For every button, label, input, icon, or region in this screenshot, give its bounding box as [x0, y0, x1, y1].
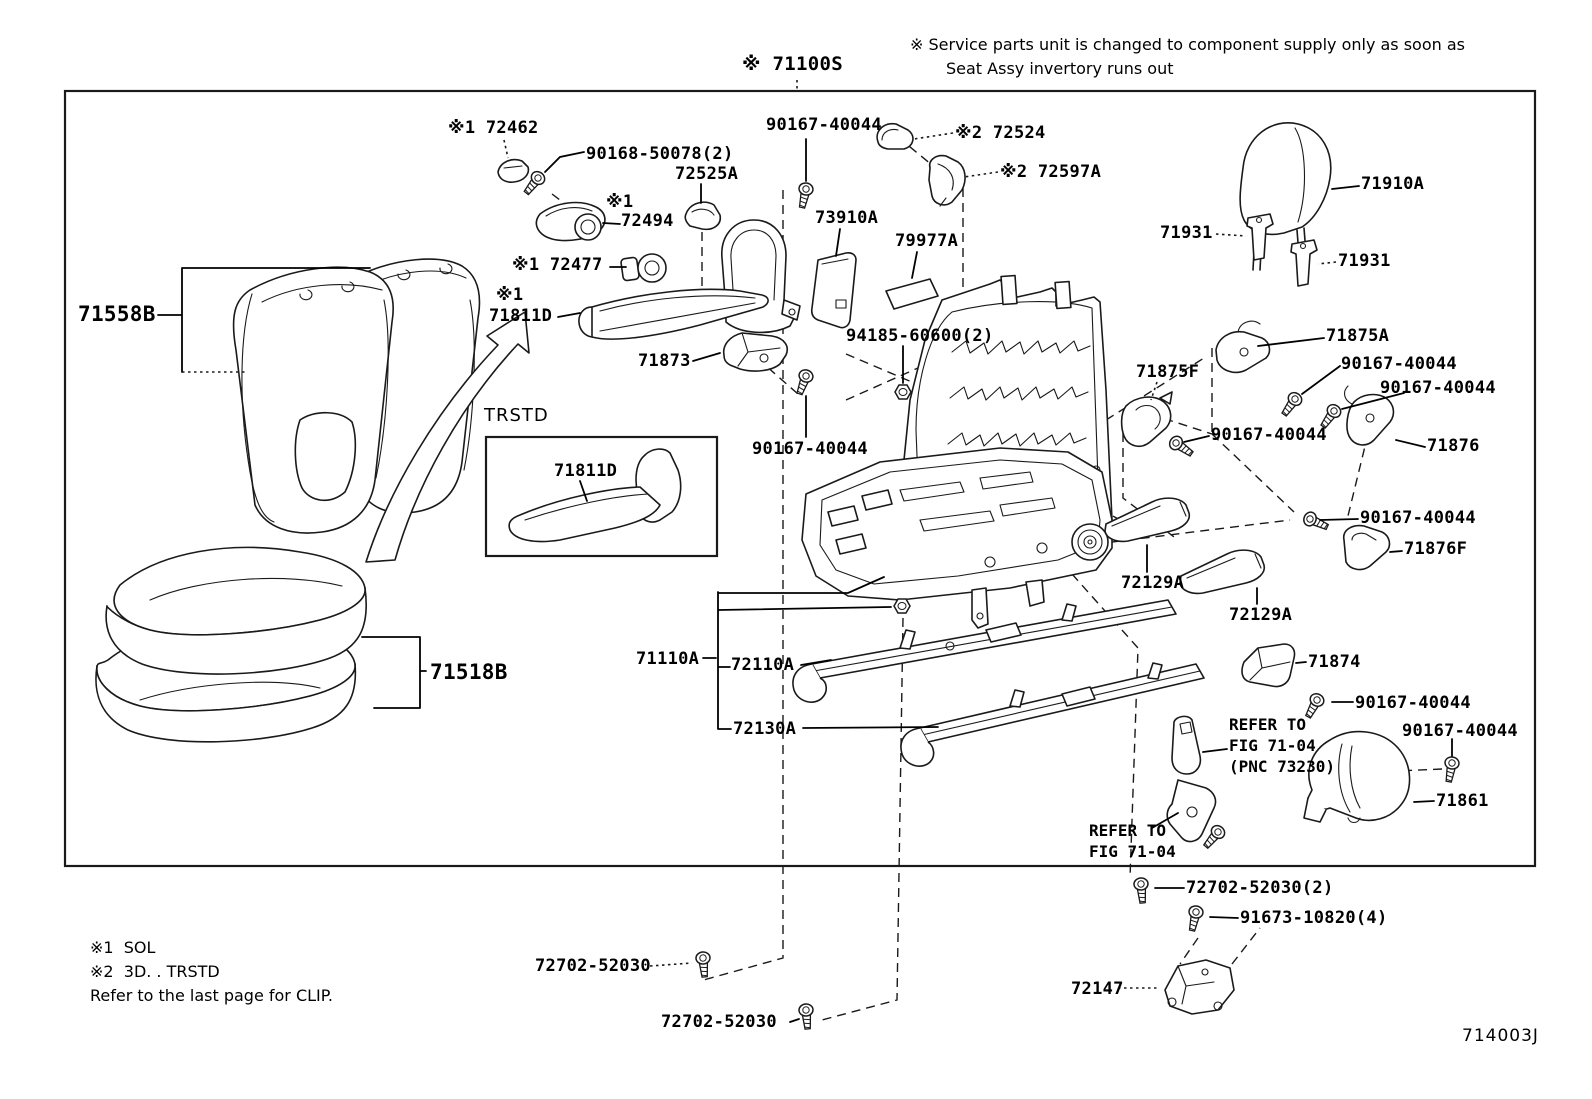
part-label-72129a-1: 72129A	[1121, 573, 1185, 593]
part-label-71875f: 71875F	[1136, 362, 1200, 382]
part-label-90167-r2: 90167-40044	[1380, 378, 1496, 398]
cover-72129a-2	[1179, 549, 1266, 595]
part-label-90167-r1: 90167-40044	[1341, 354, 1457, 374]
part-label-71558b: 71558B	[78, 302, 156, 326]
inset-part-label-71811d: 71811D	[554, 461, 618, 481]
recliner-spring	[1071, 523, 1109, 561]
trstd-caption: TRSTD	[484, 405, 549, 426]
cover-71861	[1303, 730, 1411, 824]
part-label-71873: 71873	[638, 351, 691, 371]
slide-rail-lower-drawing	[900, 662, 1205, 767]
part-label-72110a: 72110A	[731, 655, 795, 675]
cap-72462	[497, 158, 530, 183]
part-label-90168-50078: 90168-50078(2)	[586, 144, 734, 164]
part-label-90167-r6: 90167-40044	[1402, 721, 1518, 741]
screw-90167-top	[794, 180, 815, 210]
part-label-90167-r5: 90167-40044	[1355, 693, 1471, 713]
figure-frame	[63, 80, 1537, 868]
screw-90167-r1	[1277, 389, 1305, 420]
screw-72702-2	[1132, 876, 1151, 905]
part-label-71876f: 71876F	[1404, 539, 1468, 559]
part-label-72129a-2: 72129A	[1229, 605, 1293, 625]
cover-72129a-1	[1104, 497, 1191, 543]
screw-90167-r6	[1441, 755, 1461, 784]
bracket-71875a	[1215, 320, 1271, 374]
part-label-90167-mid: 90167-40044	[752, 439, 868, 459]
clip-72525a	[684, 201, 722, 231]
sol-marker-71811d: ※1	[496, 285, 524, 305]
part-label-72130a: 72130A	[733, 719, 797, 739]
document-number: 714003J	[1462, 1026, 1539, 1046]
clip-71876f	[1342, 524, 1391, 571]
part-label-72597a: ※2 72597A	[1000, 162, 1102, 182]
sol-marker-72494: ※1	[606, 192, 634, 212]
part-label-71931-right: 71931	[1338, 251, 1391, 271]
part-label-72477: ※1 72477	[512, 255, 603, 275]
part-label-91673-10820: 91673-10820(4)	[1240, 908, 1388, 928]
handle-72494	[535, 201, 606, 242]
slide-rail-upper-drawing	[792, 598, 1177, 703]
panel-73910a	[810, 252, 857, 329]
screw-90167-r3	[1166, 433, 1197, 461]
part-label-72702-b: 72702-52030	[661, 1012, 777, 1032]
part-label-73910a: 73910A	[815, 208, 879, 228]
screw-90167-r4	[1300, 509, 1331, 535]
legend-trstd: ※2 3D. . TRSTD	[90, 962, 220, 981]
part-label-71876: 71876	[1427, 436, 1480, 456]
leader-lines	[157, 132, 1453, 1023]
seat-back-covers-drawing	[232, 258, 481, 534]
pad-79977a	[885, 278, 939, 310]
mount-nut	[893, 598, 911, 614]
part-label-71931-left: 71931	[1160, 223, 1213, 243]
belt-anchor-pnc-73230	[1166, 715, 1217, 843]
part-label-72702-a: 72702-52030	[535, 956, 651, 976]
part-label-90167-r3: 90167-40044	[1211, 425, 1327, 445]
shield-71811d	[578, 288, 769, 340]
trstd-inset-box	[484, 435, 719, 558]
part-label-90167-r4: 90167-40044	[1360, 508, 1476, 528]
bracket-71873	[722, 332, 788, 372]
part-label-72525a: 72525A	[675, 164, 739, 184]
screw-72702-b	[797, 1002, 816, 1031]
bracket-72147	[1164, 959, 1235, 1015]
part-label-71110a: 71110A	[636, 649, 700, 669]
part-label-79977a: 79977A	[895, 231, 959, 251]
service-note-line1: ※ Service parts unit is changed to compo…	[910, 35, 1465, 54]
part-label-72702-52030-2: 72702-52030(2)	[1186, 878, 1334, 898]
part-label-72524: ※2 72524	[955, 123, 1046, 143]
legend-sol: ※1 SOL	[90, 938, 156, 957]
knob-72477	[620, 253, 667, 283]
part-label-71518b: 71518B	[430, 660, 508, 684]
guide-72597a	[928, 154, 966, 207]
screw-72702-a	[694, 950, 713, 979]
part-label-71874: 71874	[1308, 652, 1361, 672]
headrest-support-left	[1246, 213, 1274, 261]
seat-pan-drawing	[801, 447, 1113, 629]
screw-91673	[1184, 903, 1205, 933]
part-label-72462: ※1 72462	[448, 118, 539, 138]
part-label-72494: 72494	[621, 211, 674, 231]
bracket-71876	[1343, 385, 1395, 446]
part-label-71910a: 71910A	[1361, 174, 1425, 194]
bracket-71874	[1241, 643, 1296, 688]
part-label-90167-top: 90167-40044	[766, 115, 882, 135]
service-note-line2: Seat Assy invertory runs out	[946, 59, 1174, 78]
part-label-71861: 71861	[1436, 791, 1489, 811]
part-label-94185-60600: 94185-60600(2)	[846, 326, 994, 346]
part-label-71811d: 71811D	[489, 306, 553, 326]
hook-71875f	[1120, 391, 1173, 448]
headrest-drawing	[1239, 122, 1332, 287]
legend-clip: Refer to the last page for CLIP.	[90, 986, 333, 1005]
refer-note-pnc: REFER TO FIG 71-04 (PNC 73230)	[1229, 715, 1335, 776]
headrest-support-right	[1290, 239, 1318, 287]
seat-cushion-drawing	[95, 546, 367, 743]
part-label-72147: 72147	[1071, 979, 1124, 999]
nut-94185	[894, 384, 912, 400]
figure-number-label: ※ 71100S	[742, 53, 843, 75]
cap-72524	[876, 122, 914, 150]
refer-note-fig: REFER TO FIG 71-04	[1089, 821, 1176, 861]
trstd-arrow-icon	[365, 311, 530, 563]
part-label-71875a: 71875A	[1326, 326, 1390, 346]
